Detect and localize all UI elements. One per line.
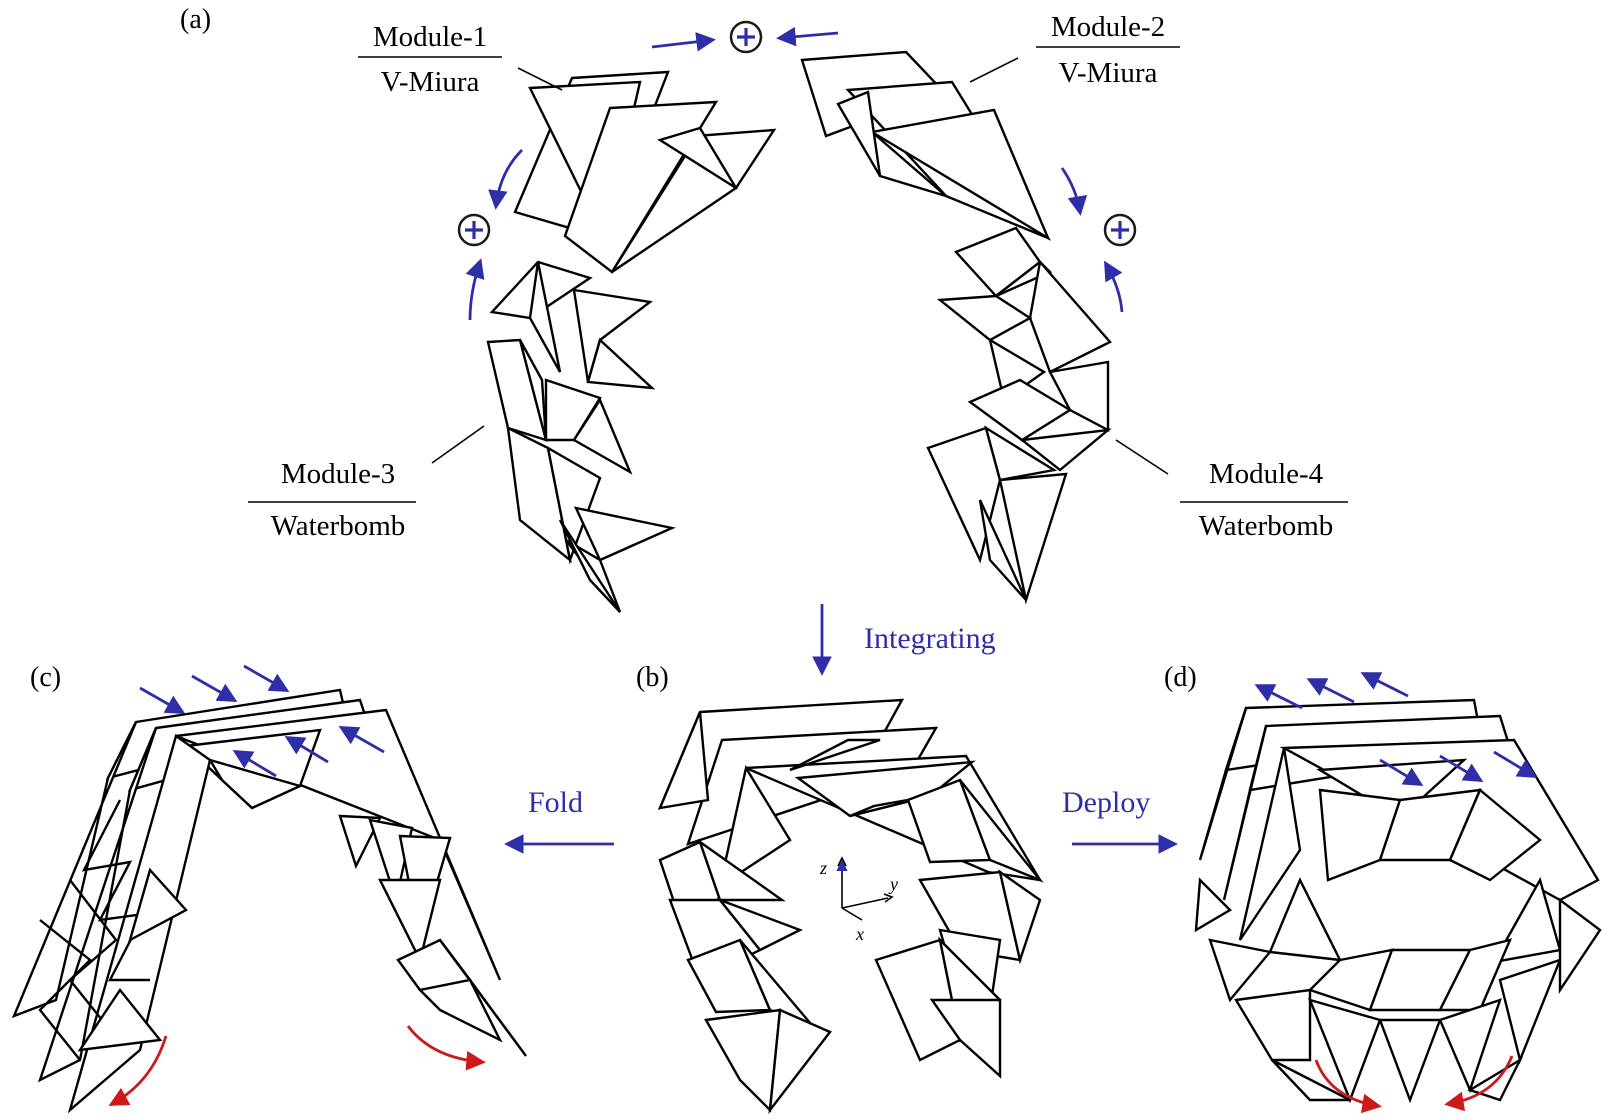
- axis-y-label: y: [888, 874, 898, 894]
- fold-arrow-bottom-2: [284, 735, 329, 764]
- deploy-rotate-left: [1314, 1059, 1382, 1114]
- integrated-structure-drawing: [657, 698, 1044, 1115]
- join-arrow-top-left: [651, 32, 716, 52]
- join-arrow-right-lower: [1104, 260, 1124, 313]
- axis-x-label: x: [855, 924, 864, 944]
- deploy-rotate-right: [1444, 1055, 1514, 1112]
- plus-marker-left: [457, 213, 491, 247]
- module-2-v-miura-drawing: [800, 50, 1051, 241]
- plus-marker-right: [1103, 213, 1137, 247]
- module-2-label: Module-2 V-Miura: [969, 11, 1180, 89]
- coordinate-axes: z y x: [819, 856, 898, 944]
- module-1-v-miura-drawing: [513, 70, 777, 274]
- fold-arrow-bottom-1: [232, 749, 277, 778]
- join-arrow-right-upper: [1060, 167, 1088, 216]
- deploy-arrow-bottom-3: [1493, 750, 1538, 779]
- panel-label-b: (b): [636, 662, 669, 693]
- module-4-waterbomb-drawing: [926, 226, 1112, 605]
- deploy-arrow-top-1: [1254, 684, 1303, 710]
- join-arrow-left-upper: [488, 149, 523, 210]
- fold-arrow-bottom-3: [338, 726, 385, 754]
- module-3-label: Module-3 Waterbomb: [248, 425, 485, 542]
- panel-label-c: (c): [30, 662, 61, 693]
- deploy-arrow-top-3: [1360, 672, 1409, 698]
- module-4-label: Module-4 Waterbomb: [1115, 439, 1348, 542]
- module-2-name: Module-2: [1051, 11, 1165, 43]
- fold-rotate-right: [406, 1025, 486, 1071]
- panel-label-a: (a): [180, 4, 211, 35]
- fold-arrow-top-1: [139, 686, 186, 714]
- fold-arrow-top-3: [243, 664, 290, 692]
- module-1-label: Module-1 V-Miura: [358, 21, 563, 98]
- deploy-label: Deploy: [1062, 786, 1150, 819]
- join-arrow-top-right: [776, 26, 839, 47]
- module-1-type: V-Miura: [381, 66, 480, 98]
- integrating-label: Integrating: [864, 622, 996, 655]
- deploy-arrow-top-2: [1306, 678, 1355, 704]
- module-4-type: Waterbomb: [1199, 510, 1334, 542]
- module-3-type: Waterbomb: [271, 510, 406, 542]
- fold-arrow-top-2: [191, 674, 238, 702]
- folded-structure-drawing: [11, 688, 527, 1114]
- module-4-name: Module-4: [1209, 458, 1324, 490]
- join-arrow-left-lower: [465, 258, 485, 321]
- module-3-waterbomb-drawing: [486, 260, 676, 613]
- panel-label-d: (d): [1164, 662, 1197, 693]
- module-3-name: Module-3: [281, 458, 395, 490]
- module-2-type: V-Miura: [1059, 57, 1158, 89]
- module-1-name: Module-1: [373, 21, 487, 53]
- plus-marker-top: [729, 20, 763, 54]
- deploy-arrow-bottom-1: [1379, 758, 1424, 787]
- fold-label: Fold: [528, 786, 583, 819]
- deployed-structure-drawing: [1194, 698, 1602, 1104]
- deploy-arrow-bottom-2: [1439, 754, 1484, 783]
- fold-rotate-left: [108, 1035, 168, 1106]
- axis-z-label: z: [819, 858, 827, 878]
